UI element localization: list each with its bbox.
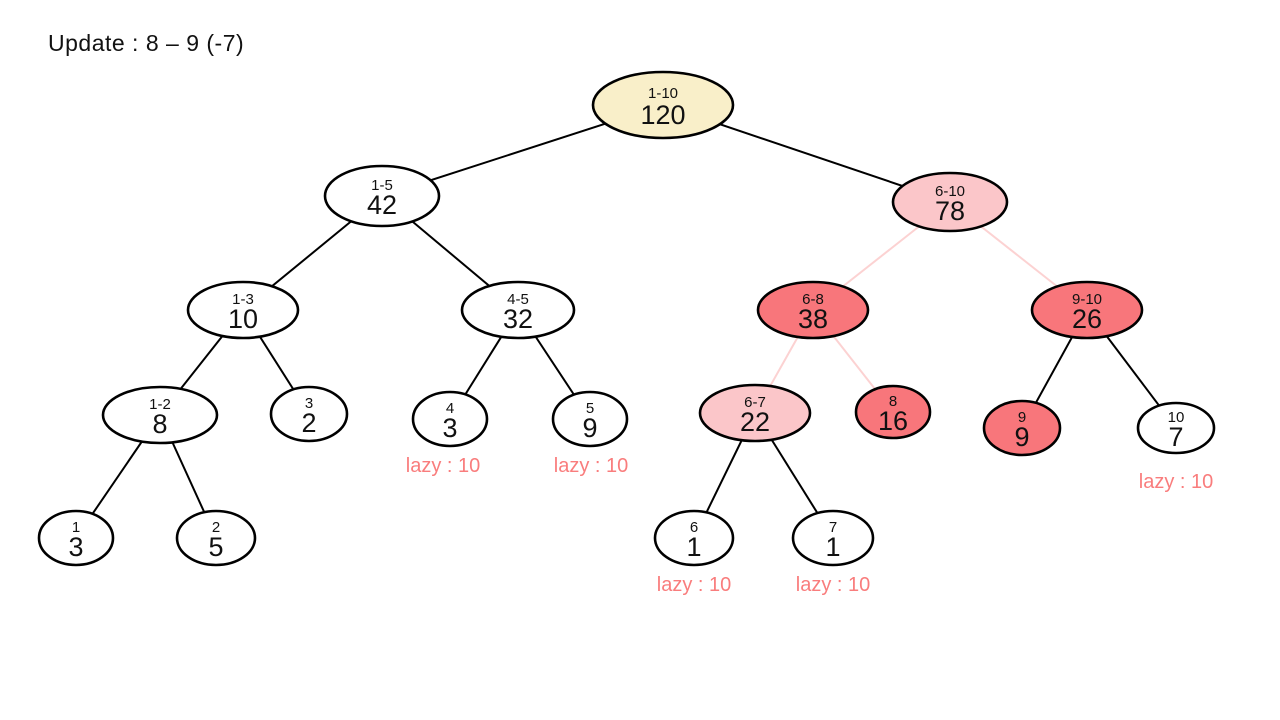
node-1-10-value: 120 [640,100,685,130]
node-5-value: 9 [582,413,597,443]
node-6-10: 6-10 78 [891,171,1009,233]
node-6-value: 1 [686,532,701,562]
node-1-5-value: 42 [367,190,397,220]
node-1-3-ellipse [186,280,300,340]
node-3-value: 2 [301,408,316,438]
lazy-label-node-4: lazy : 10 [406,455,480,477]
node-8: 8 16 [854,384,932,440]
node-4: 4 3 [411,390,489,448]
node-6-10-range: 6-10 [935,183,965,200]
node-6-ellipse [653,509,735,567]
lazy-label-node-5: lazy : 10 [554,455,628,477]
node-10-ellipse [1136,401,1216,455]
node-1-2-ellipse [101,385,219,445]
node-1-2: 1-2 8 [101,385,219,445]
lazy-label-node-6: lazy : 10 [657,574,731,596]
node-1: 1 3 [37,509,115,567]
node-10-value: 7 [1168,422,1183,452]
node-9-ellipse [982,399,1062,457]
node-1-5: 1-5 42 [323,164,441,228]
node-1-3: 1-3 10 [186,280,300,340]
node-6-7-value: 22 [740,407,770,437]
node-6-8-range: 6-8 [802,291,824,308]
lazy-label-node-10: lazy : 10 [1139,471,1213,493]
node-10-range: 10 [1168,409,1185,426]
node-9-value: 9 [1014,422,1029,452]
node-2-ellipse [175,509,257,567]
update-operation-title: Update : 8 – 9 (-7) [48,30,245,56]
node-7-ellipse [791,509,875,567]
node-2-value: 5 [208,532,223,562]
node-1-5-range: 1-5 [371,177,393,194]
node-9-10: 9-10 26 [1030,280,1144,340]
node-1-10: 1-10 120 [591,70,735,140]
node-2-range: 2 [212,519,220,536]
node-5-range: 5 [586,400,594,417]
node-10: 10 7 [1136,401,1216,455]
node-9-10-value: 26 [1072,304,1102,334]
node-4-5-ellipse [460,280,576,340]
node-8-range: 8 [889,393,897,410]
node-1-10-ellipse [591,70,735,140]
node-3-range: 3 [305,395,313,412]
tree-nodes: 1-10 120 1-5 42 6-10 78 1-3 10 4-5 [37,70,1216,567]
node-1-ellipse [37,509,115,567]
node-8-value: 16 [878,406,908,436]
node-9: 9 9 [982,399,1062,457]
node-1-3-range: 1-3 [232,291,254,308]
node-5-ellipse [551,390,629,448]
lazy-labels: lazy : 10 lazy : 10 lazy : 10 lazy : 10 … [406,455,1213,596]
node-6: 6 1 [653,509,735,567]
node-4-5-value: 32 [503,304,533,334]
node-6-8-value: 38 [798,304,828,334]
node-1-2-range: 1-2 [149,396,171,413]
node-4-5-range: 4-5 [507,291,529,308]
node-6-10-value: 78 [935,196,965,226]
node-6-10-ellipse [891,171,1009,233]
node-9-10-range: 9-10 [1072,291,1102,308]
node-3-ellipse [269,385,349,443]
node-4-ellipse [411,390,489,448]
node-4-value: 3 [442,413,457,443]
node-7-range: 7 [829,519,837,536]
node-7-value: 1 [825,532,840,562]
node-9-range: 9 [1018,409,1026,426]
lazy-label-node-7: lazy : 10 [796,574,870,596]
node-4-range: 4 [446,400,454,417]
node-6-7-ellipse [698,383,812,443]
node-2: 2 5 [175,509,257,567]
node-6-range: 6 [690,519,698,536]
node-5: 5 9 [551,390,629,448]
node-8-ellipse [854,384,932,440]
node-1-2-value: 8 [152,409,167,439]
node-7: 7 1 [791,509,875,567]
node-4-5: 4-5 32 [460,280,576,340]
node-6-7-range: 6-7 [744,394,766,411]
node-3: 3 2 [269,385,349,443]
node-1-range: 1 [72,519,80,536]
node-9-10-ellipse [1030,280,1144,340]
node-6-7: 6-7 22 [698,383,812,443]
node-6-8: 6-8 38 [756,280,870,340]
node-1-value: 3 [68,532,83,562]
node-1-5-ellipse [323,164,441,228]
node-1-10-range: 1-10 [648,85,678,102]
node-1-3-value: 10 [228,304,258,334]
node-6-8-ellipse [756,280,870,340]
